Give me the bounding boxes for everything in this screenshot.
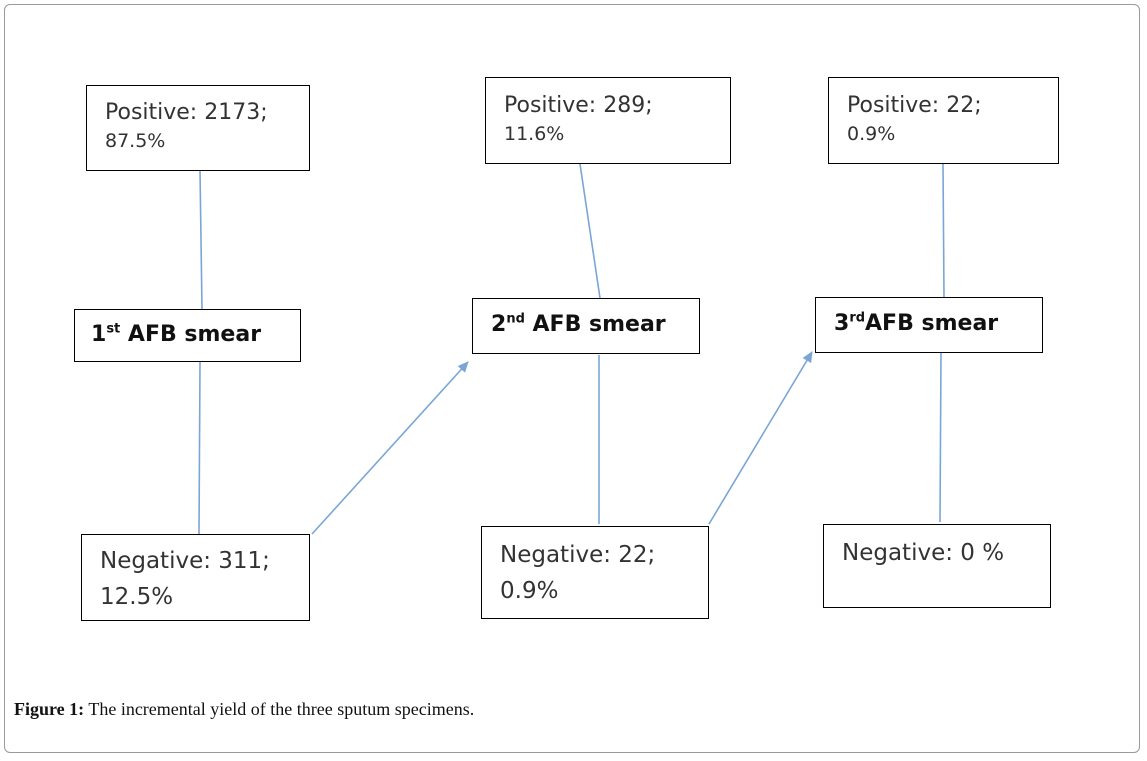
positive-count-1: Positive: 2173;: [105, 100, 268, 125]
positive-count-2: Positive: 289;: [504, 93, 653, 118]
positive-percent-3: 0.9%: [847, 123, 896, 145]
smear-label-1: AFB smear: [120, 322, 262, 347]
positive-box-2: Positive: 289; 11.6%: [485, 77, 731, 164]
smear-label-3: AFB smear: [865, 311, 999, 336]
negative-count-3: Negative: 0 %: [842, 540, 1005, 566]
figure-frame: [4, 4, 1140, 753]
smear-ordinal-3: rd: [849, 310, 866, 326]
positive-percent-1: 87.5%: [105, 130, 166, 152]
figure-caption: Figure 1: The incremental yield of the t…: [14, 699, 474, 720]
connector-pos3-smear3: [942, 163, 945, 298]
negative-percent-1: 12.5%: [100, 584, 174, 610]
negative-box-2: Negative: 22; 0.9%: [481, 526, 709, 619]
positive-count-3: Positive: 22;: [847, 93, 982, 118]
smear-number-1: 1: [91, 322, 107, 347]
positive-box-1: Positive: 2173; 87.5%: [86, 85, 310, 171]
negative-count-1: Negative: 311;: [100, 548, 270, 574]
smear-number-2: 2: [491, 312, 507, 337]
negative-box-1: Negative: 311; 12.5%: [81, 534, 310, 621]
smear-box-1: 1st AFB smear: [74, 309, 301, 362]
connector-smear3-neg3: [939, 352, 942, 523]
smear-box-2: 2nd AFB smear: [472, 298, 700, 354]
connector-smear1-neg1: [198, 361, 201, 535]
positive-percent-2: 11.6%: [504, 123, 565, 145]
smear-box-3: 3rdAFB smear: [815, 297, 1043, 353]
smear-ordinal-1: st: [106, 321, 121, 337]
caption-text: The incremental yield of the three sputu…: [84, 699, 475, 719]
negative-box-3: Negative: 0 %: [823, 524, 1051, 608]
positive-box-3: Positive: 22; 0.9%: [828, 77, 1059, 164]
negative-count-2: Negative: 22;: [500, 542, 656, 568]
smear-ordinal-2: nd: [506, 311, 525, 327]
arrow-neg1-smear2: [311, 361, 469, 535]
caption-label: Figure 1:: [14, 699, 85, 719]
smear-number-3: 3: [834, 311, 850, 336]
connector-pos1-smear1: [199, 169, 203, 310]
negative-percent-2: 0.9%: [500, 578, 559, 604]
arrow-neg2-smear3: [708, 351, 813, 525]
connector-pos2-smear2: [579, 163, 601, 299]
smear-label-2: AFB smear: [524, 312, 666, 337]
